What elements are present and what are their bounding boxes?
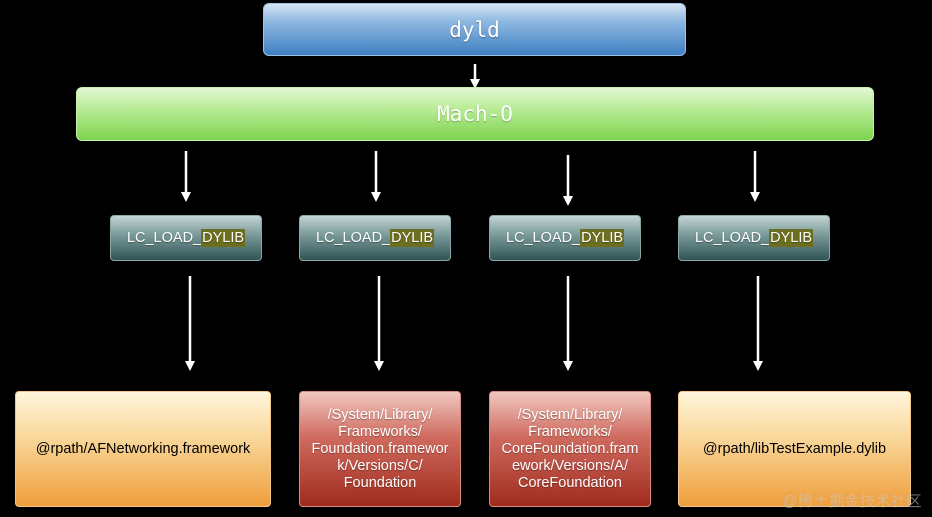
library-node-afnetworking: @rpath/AFNetworking.framework <box>15 391 271 507</box>
load-command-node: LC_LOAD_DYLIB <box>110 215 262 261</box>
library-path: @rpath/libTestExample.dylib <box>702 440 887 457</box>
load-command-prefix: LC_LOAD_ <box>505 230 581 246</box>
load-command-highlight: DYLIB <box>201 229 246 247</box>
load-command-node: LC_LOAD_DYLIB <box>678 215 830 261</box>
library-path: @rpath/AFNetworking.framework <box>35 440 251 457</box>
load-command-node: LC_LOAD_DYLIB <box>299 215 451 261</box>
watermark: @稀土掘金技术社区 <box>782 493 922 510</box>
load-command-prefix: LC_LOAD_ <box>126 230 202 246</box>
load-command-node: LC_LOAD_DYLIB <box>489 215 641 261</box>
macho-node: Mach-O <box>76 87 874 141</box>
load-command-prefix: LC_LOAD_ <box>694 230 770 246</box>
load-command-prefix: LC_LOAD_ <box>315 230 391 246</box>
library-path: /System/Library/ Frameworks/ CoreFoundat… <box>501 406 639 491</box>
load-command-highlight: DYLIB <box>580 229 625 247</box>
library-node-foundation: /System/Library/ Frameworks/ Foundation.… <box>299 391 461 507</box>
load-command-highlight: DYLIB <box>390 229 435 247</box>
dyld-node: dyld <box>263 3 686 56</box>
load-command-highlight: DYLIB <box>769 229 814 247</box>
dyld-label: dyld <box>449 17 500 42</box>
library-node-corefoundation: /System/Library/ Frameworks/ CoreFoundat… <box>489 391 651 507</box>
library-path: /System/Library/ Frameworks/ Foundation.… <box>311 406 449 491</box>
library-node-libtestexample: @rpath/libTestExample.dylib <box>678 391 911 507</box>
macho-label: Mach-O <box>437 102 513 126</box>
